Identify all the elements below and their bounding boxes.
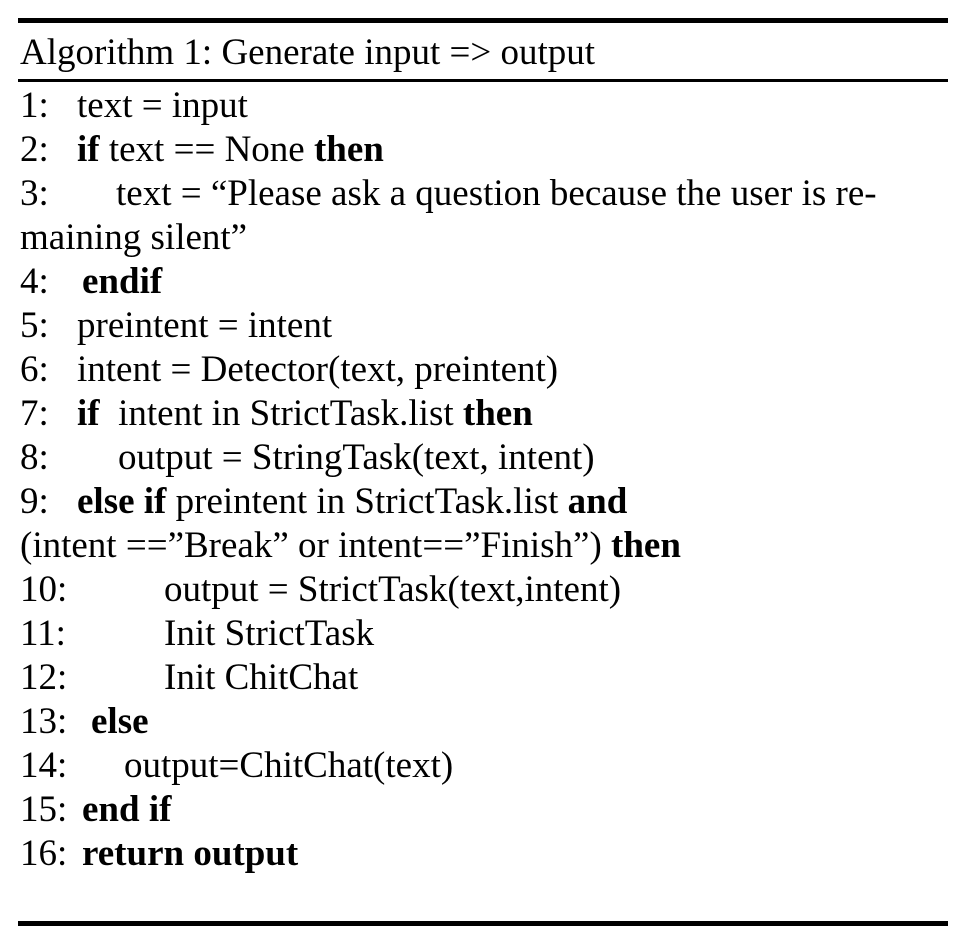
- line-number: 14:: [20, 745, 68, 786]
- algorithm-line: 5: preintent = intent: [20, 304, 332, 348]
- line-number: 9:: [20, 481, 49, 522]
- keyword: if: [77, 393, 100, 434]
- line-number: 16:: [20, 833, 68, 874]
- line-number: 7:: [20, 393, 49, 434]
- algorithm-line: 8: output = StringTask(text, intent): [20, 436, 595, 480]
- algorithm-caption: Algorithm 1: Generate input => output: [20, 32, 596, 73]
- algorithm-box: Algorithm 1: Generate input => output 1:…: [18, 18, 948, 926]
- algorithm-line: 15: end if: [20, 788, 171, 832]
- algorithm-line: 10: output = StrictTask(text,intent): [20, 568, 621, 612]
- algorithm-line: 7: if intent in StrictTask.list then: [20, 392, 533, 436]
- line-number: 5:: [20, 305, 49, 346]
- algorithm-line: 2: if text == None then: [20, 128, 384, 172]
- keyword: return output: [82, 833, 299, 874]
- code-text: text = “Please ask a question because th…: [116, 173, 877, 214]
- algorithm-line: 16: return output: [20, 832, 298, 876]
- keyword: else if: [77, 481, 167, 522]
- line-number: 6:: [20, 349, 49, 390]
- line-number: 8:: [20, 437, 49, 478]
- code-text: intent = Detector(text, preintent): [77, 349, 559, 390]
- code-text: maining silent”: [20, 217, 248, 258]
- code-text: output = StrictTask(text,intent): [164, 569, 622, 610]
- keyword: endif: [82, 261, 163, 302]
- keyword: then: [462, 393, 533, 434]
- code-text: output=ChitChat(text): [124, 745, 454, 786]
- algorithm-line: 9: else if preintent in StrictTask.list a…: [20, 480, 627, 524]
- code-text: text == None: [99, 129, 314, 170]
- line-number: 1:: [20, 85, 49, 126]
- keyword: and: [567, 481, 628, 522]
- top-rule: [18, 18, 948, 23]
- algorithm-line: 14: output=ChitChat(text): [20, 744, 453, 788]
- algorithm-line: 13: else: [20, 700, 149, 744]
- code-text: Init ChitChat: [164, 657, 359, 698]
- code-text: text = input: [77, 85, 248, 126]
- algorithm-line: 4: endif: [20, 260, 162, 304]
- code-text: intent in StrictTask.list: [99, 393, 463, 434]
- code-text: output = StringTask(text, intent): [118, 437, 595, 478]
- caption-rule: [18, 79, 948, 82]
- line-number: 3:: [20, 173, 49, 214]
- keyword: then: [611, 525, 681, 566]
- code-text: (intent ==”Break” or intent==”Finish”): [20, 525, 612, 566]
- algorithm-line: 6: intent = Detector(text, preintent): [20, 348, 558, 392]
- line-number: 2:: [20, 129, 49, 170]
- keyword: else: [91, 701, 149, 742]
- line-number: 12:: [20, 657, 68, 698]
- algorithm-line: 1: text = input: [20, 84, 248, 128]
- code-text: preintent in StrictTask.list: [166, 481, 568, 522]
- algorithm-line: (intent ==”Break” or intent==”Finish”) t…: [20, 524, 681, 568]
- line-number: 10:: [20, 569, 68, 610]
- line-number: 11:: [20, 613, 66, 654]
- algorithm-line: 3: text = “Please ask a question because …: [20, 172, 877, 216]
- bottom-rule: [18, 921, 948, 926]
- line-number: 4:: [20, 261, 49, 302]
- keyword: then: [313, 129, 384, 170]
- code-text: preintent = intent: [77, 305, 333, 346]
- keyword: if: [77, 129, 100, 170]
- algorithm-line: 11: Init StrictTask: [20, 612, 374, 656]
- line-number: 15:: [20, 789, 68, 830]
- line-number: 13:: [20, 701, 68, 742]
- code-text: Init StrictTask: [164, 613, 375, 654]
- algorithm-line: maining silent”: [20, 216, 247, 260]
- algorithm-line: 12: Init ChitChat: [20, 656, 358, 700]
- keyword: end if: [82, 789, 172, 830]
